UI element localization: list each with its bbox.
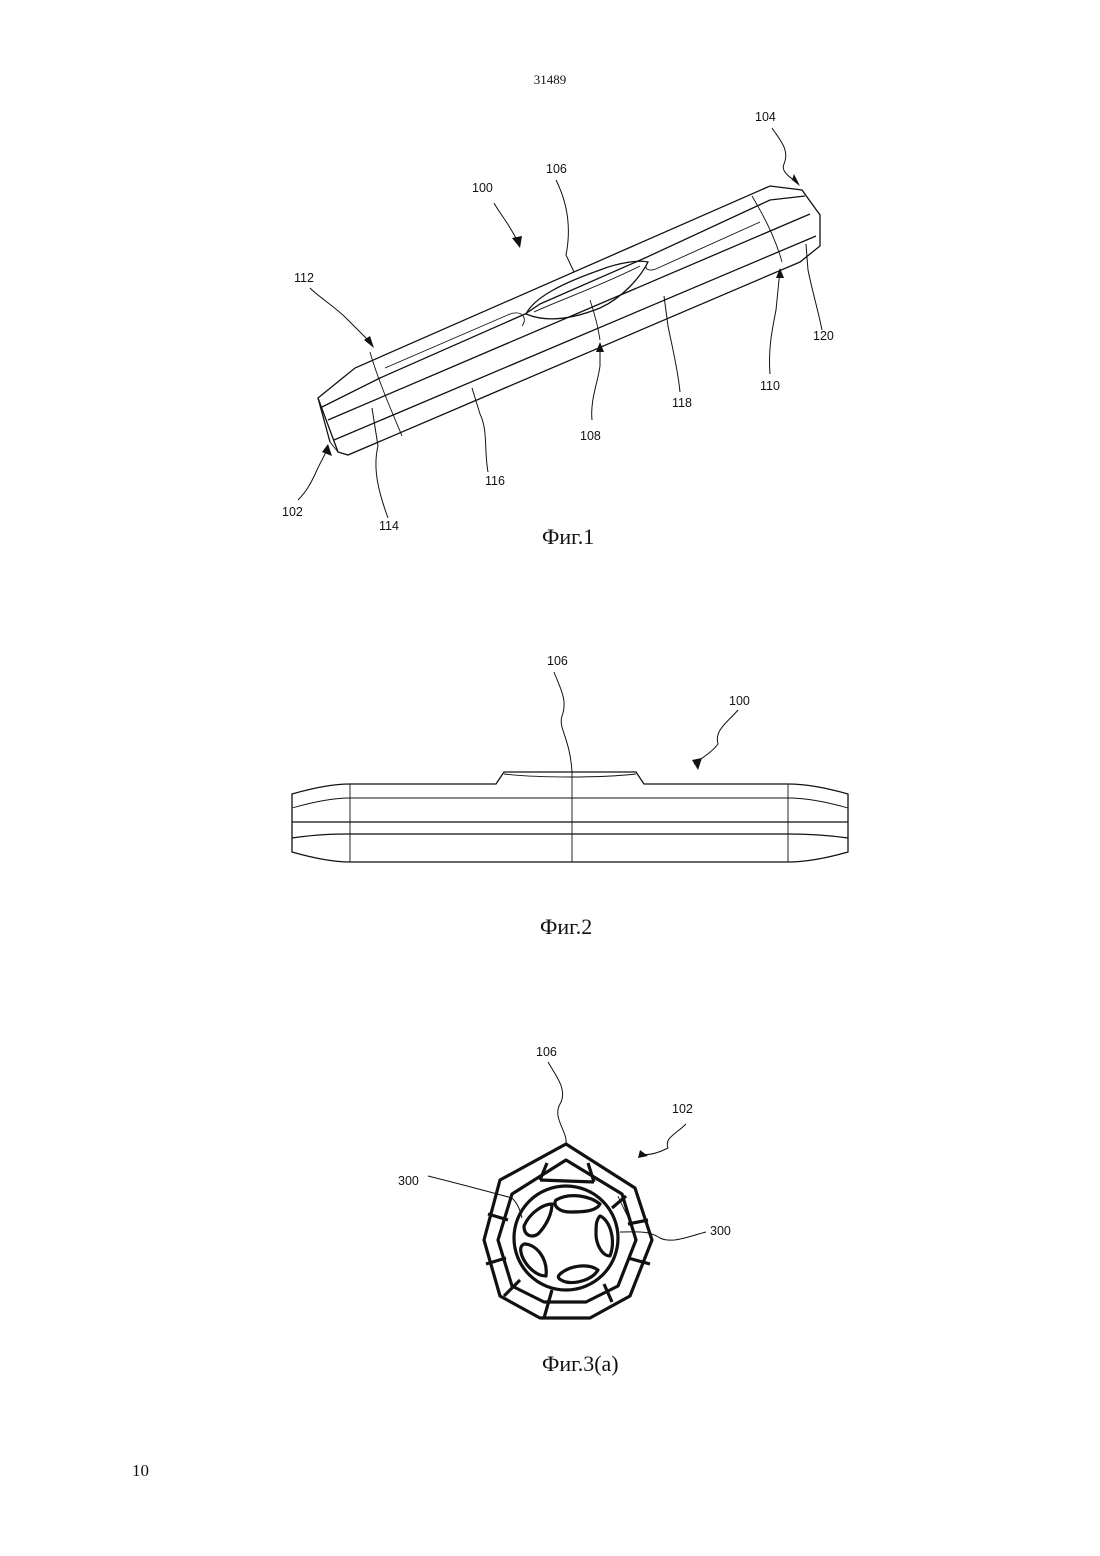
figure-1-caption: Фиг.1 bbox=[542, 524, 594, 550]
figure-3a-caption: Фиг.3(a) bbox=[542, 1351, 619, 1377]
fig1-label-120: 120 bbox=[813, 329, 834, 343]
figure-2-drawing bbox=[292, 672, 848, 862]
fig2-label-106: 106 bbox=[547, 654, 568, 668]
fig1-label-118: 118 bbox=[672, 396, 692, 410]
fig1-label-112: 112 bbox=[294, 271, 314, 285]
fig1-label-110: 110 bbox=[760, 379, 780, 393]
fig1-label-116: 116 bbox=[485, 474, 505, 488]
fig3a-label-102: 102 bbox=[672, 1102, 693, 1116]
fig1-label-108: 108 bbox=[580, 429, 601, 443]
fig1-label-100: 100 bbox=[472, 181, 493, 195]
fig1-label-114: 114 bbox=[379, 519, 399, 533]
fig2-label-100: 100 bbox=[729, 694, 750, 708]
figure-3a-drawing bbox=[428, 1062, 706, 1318]
fig3a-label-106: 106 bbox=[536, 1045, 557, 1059]
figure-1-drawing bbox=[298, 128, 822, 518]
fig1-label-102: 102 bbox=[282, 505, 303, 519]
fig3a-label-300-left: 300 bbox=[398, 1174, 419, 1188]
fig3a-label-300-right: 300 bbox=[710, 1224, 731, 1238]
page-number: 10 bbox=[132, 1461, 149, 1481]
figure-2-caption: Фиг.2 bbox=[540, 914, 592, 940]
fig1-label-104: 104 bbox=[755, 110, 776, 124]
fig1-label-106: 106 bbox=[546, 162, 567, 176]
